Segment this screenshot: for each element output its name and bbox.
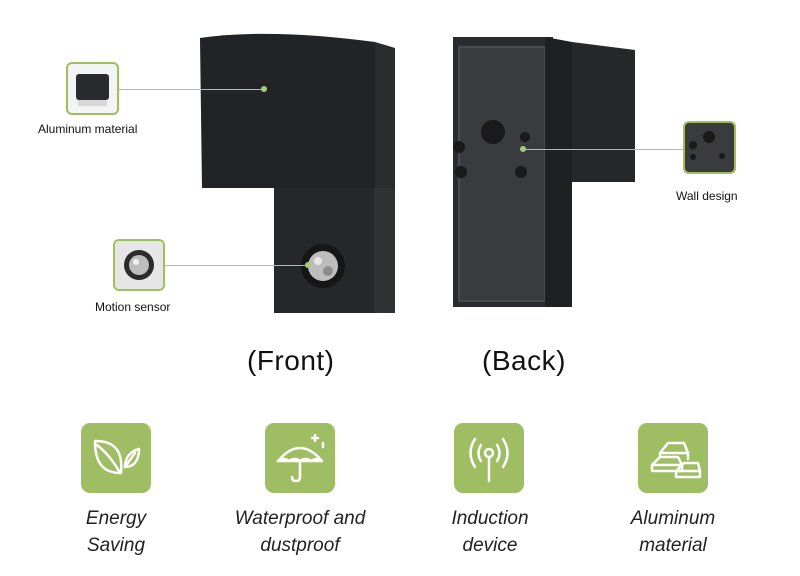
induction-text: Induction device <box>451 508 529 556</box>
aluminum-leader-line <box>119 89 264 90</box>
aluminum-icon-tile <box>638 423 708 493</box>
aluminum-material-label: Aluminum material <box>38 122 138 136</box>
induction-icon-tile <box>454 423 524 493</box>
energy-saving-text: Energy Saving <box>85 508 147 556</box>
aluminum-leader-dot <box>261 86 267 92</box>
energy-saving-icon-tile <box>81 423 151 493</box>
antenna-signal-icon <box>469 437 509 483</box>
motion-sensor-label: Motion sensor <box>95 300 171 314</box>
aluminum-material-thumbnail <box>66 62 119 115</box>
wall-design-label: Wall design <box>676 189 738 203</box>
umbrella-icon <box>276 433 325 483</box>
motion-sensor-thumbnail <box>113 239 165 291</box>
motion-sensor-leader-line <box>165 265 308 266</box>
front-lamp-image <box>200 33 395 313</box>
motion-sensor-leader-dot <box>305 262 311 268</box>
aluminum-text: Aluminum material <box>630 508 716 556</box>
wall-design-leader-dot <box>520 146 526 152</box>
back-view-label: (Back) <box>482 345 566 376</box>
back-lamp-image <box>453 37 635 307</box>
leaf-icon <box>93 439 141 475</box>
front-view-label: (Front) <box>247 345 335 376</box>
wall-design-leader-line <box>523 149 683 150</box>
wall-design-thumbnail <box>683 121 736 174</box>
waterproof-icon-tile <box>265 423 335 493</box>
waterproof-text: Waterproof and dustproof <box>234 508 366 556</box>
aluminum-ingots-icon <box>650 441 702 479</box>
